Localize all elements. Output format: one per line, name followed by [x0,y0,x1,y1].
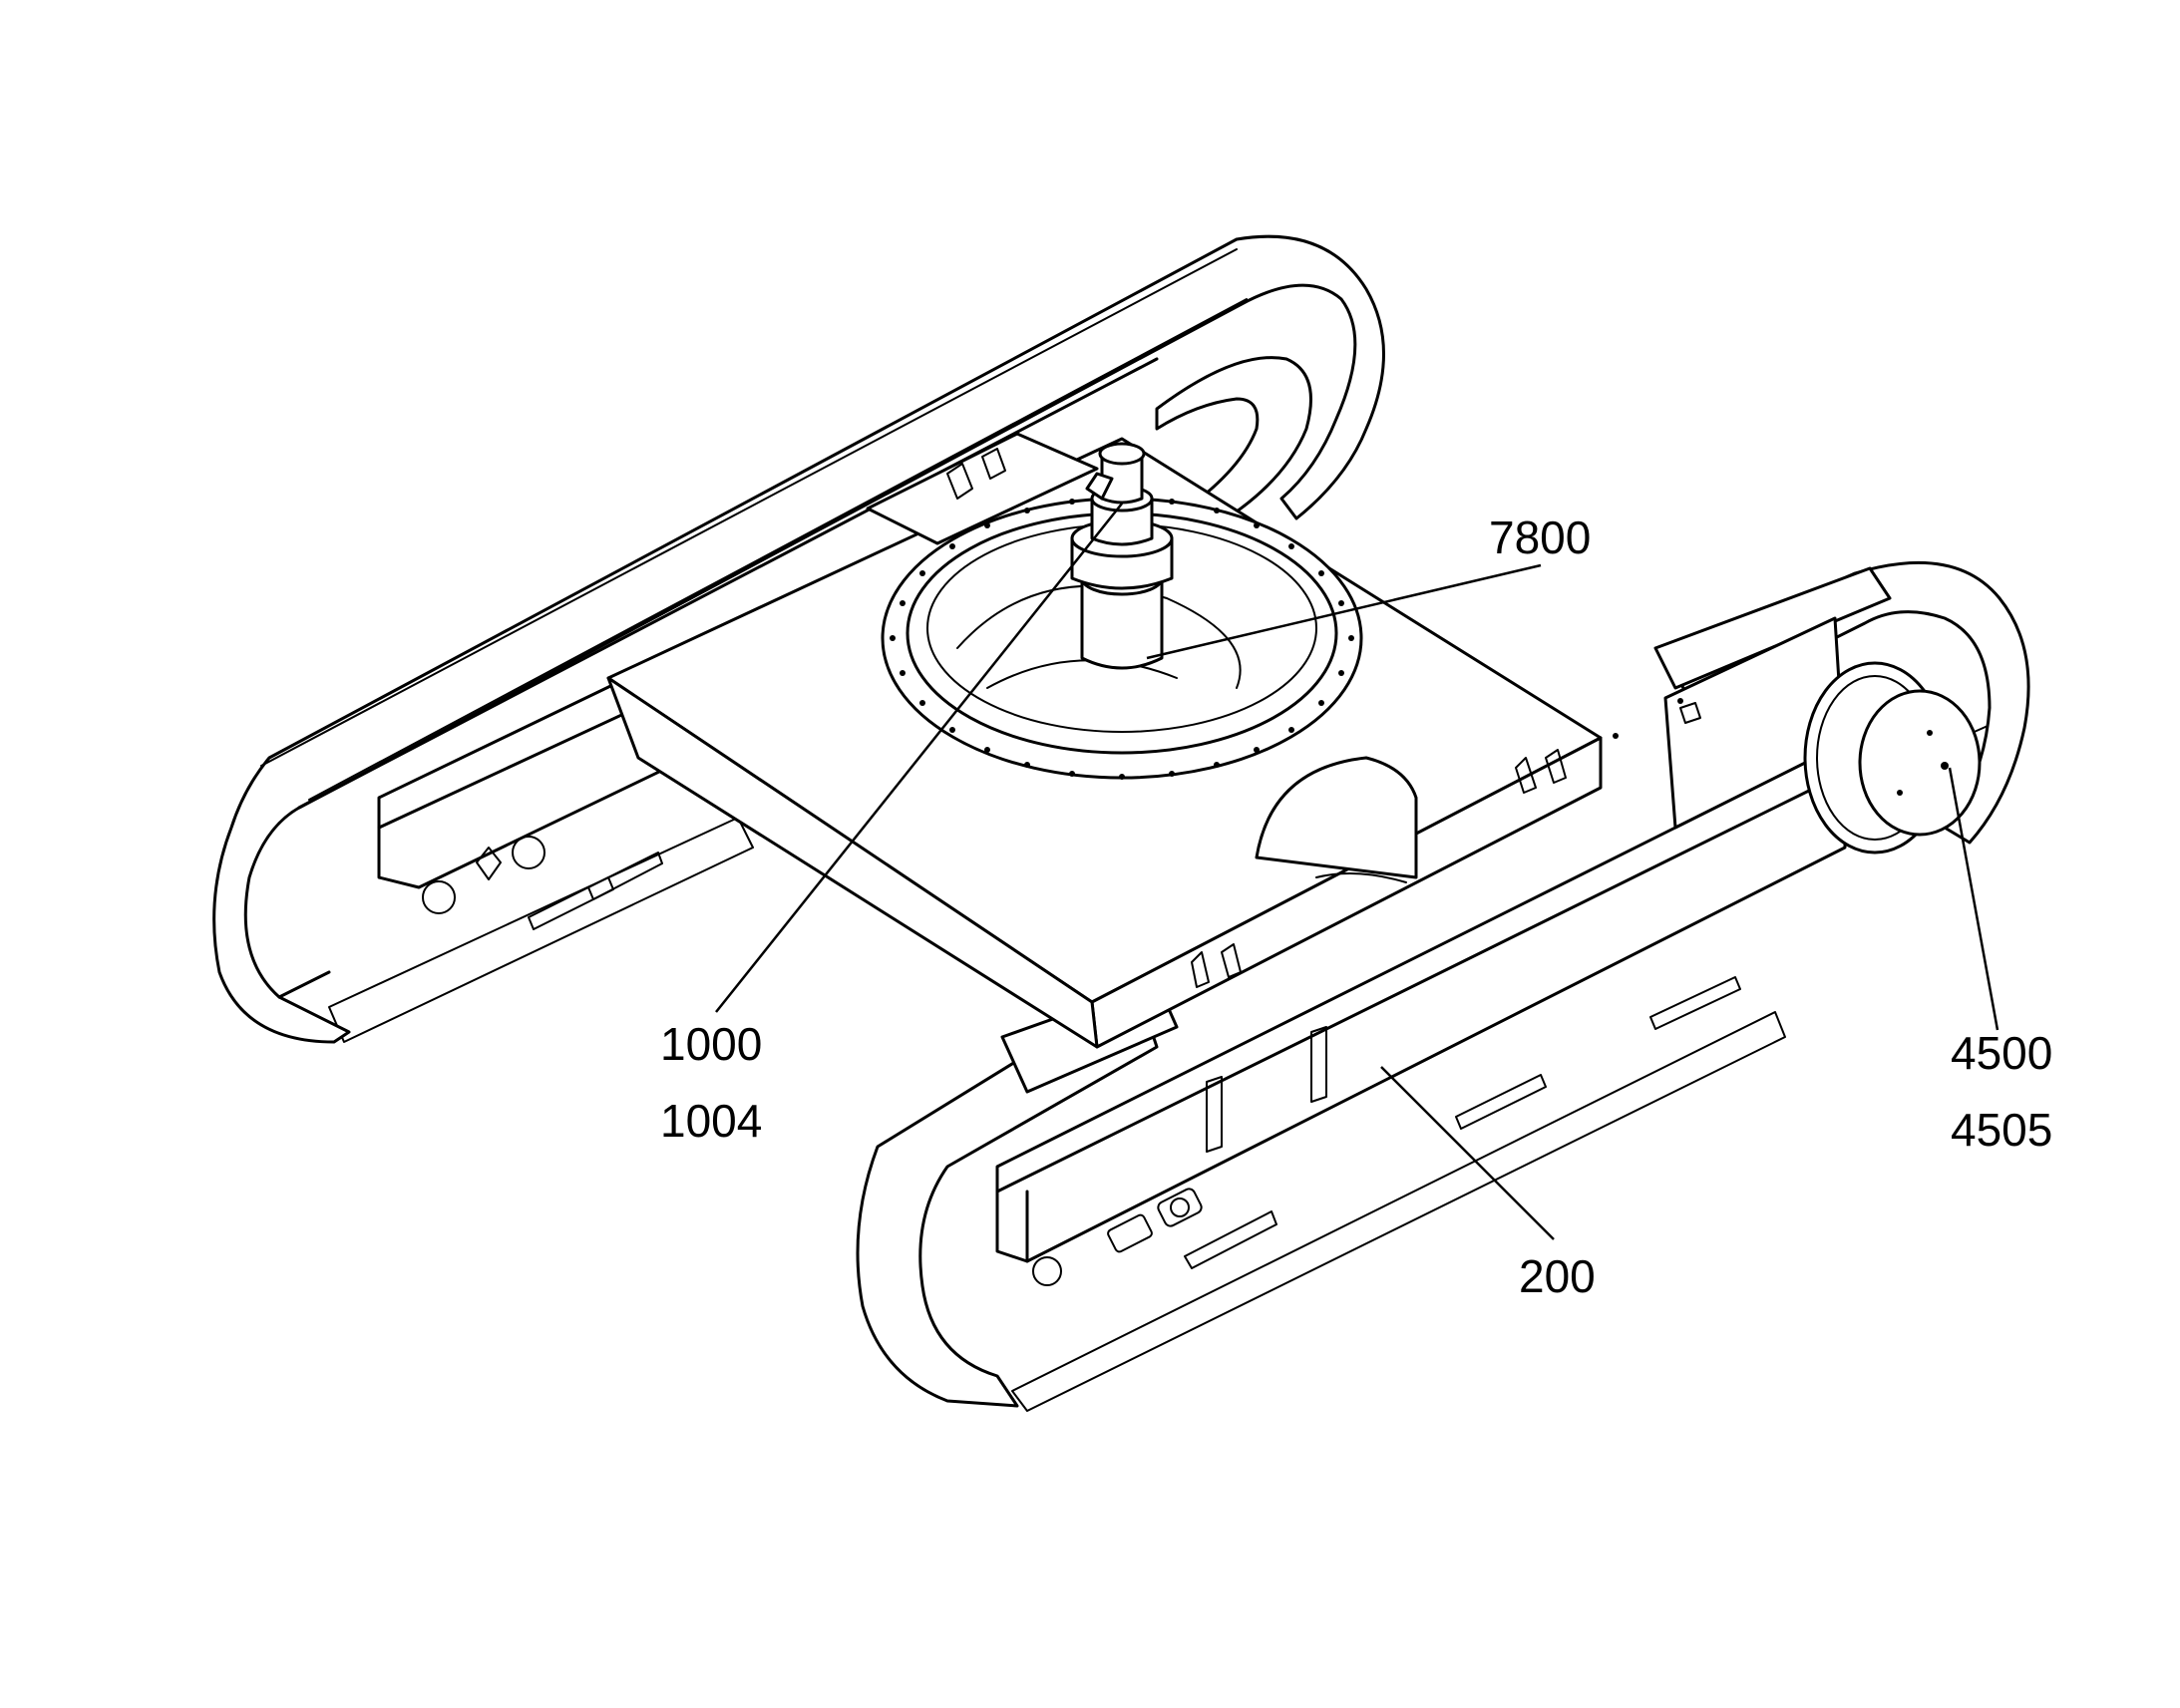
callout-200: 200 [1519,1250,1596,1302]
rear-bracket [866,432,1099,545]
callout-1004: 1004 [660,1095,762,1147]
frame-slot [1107,1213,1153,1253]
drive-motor-cap [1858,689,1982,837]
left-lug [476,847,502,880]
left-track [212,234,1385,1044]
carbody-frame [377,432,1847,1286]
callout-1000: 1000 [660,1018,762,1070]
leader-200 [1380,1066,1555,1240]
left-pin-hole [422,880,456,914]
leader-1000 [715,503,1123,1013]
callout-labels: 7800 1000 1004 4500 4505 200 [660,512,2052,1302]
slewing-ring-bolts [890,496,1354,780]
leader-lines [715,503,1999,1240]
frame-plate [1310,1026,1327,1103]
callout-4505: 4505 [1951,1104,2052,1156]
leader-4500 [1948,767,1999,1031]
leader-7800 [1146,563,1542,660]
rotary-joint [1070,442,1174,670]
callout-7800: 7800 [1489,512,1591,563]
callout-4500: 4500 [1951,1027,2052,1079]
carbody-opening [1255,756,1418,879]
drive-sprocket [1803,661,1982,854]
